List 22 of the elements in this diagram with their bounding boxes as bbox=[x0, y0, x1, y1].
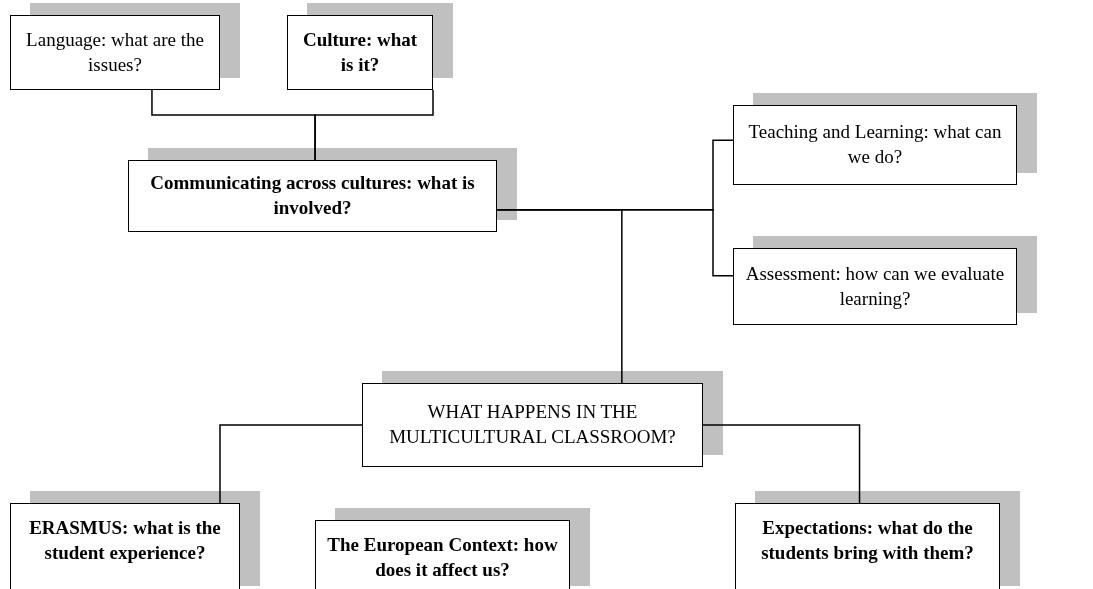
topic-text: WHAT HAPPENS IN THE MULTICULTURAL CLASSROOM? bbox=[388, 400, 677, 449]
topic-box bbox=[733, 248, 1017, 325]
connector-line bbox=[314, 89, 434, 161]
connector-line bbox=[219, 424, 363, 504]
topic-text: Teaching and Learning: what can we do? bbox=[747, 120, 1003, 169]
connector-line bbox=[702, 424, 861, 504]
topic-box bbox=[733, 105, 1017, 185]
topic-text: ERASMUS: what is the student experience? bbox=[28, 516, 222, 565]
topic-text: Communicating across cultures: what is involved? bbox=[149, 171, 476, 220]
topic-box bbox=[128, 160, 497, 232]
connector-line bbox=[496, 208, 623, 384]
topic-box bbox=[287, 15, 433, 90]
topic-text: Assessment: how can we evaluate learning? bbox=[744, 261, 1006, 311]
topic-box bbox=[362, 383, 703, 467]
topic-text: The European Context: how does it affect us? bbox=[326, 533, 559, 582]
topic-text: Culture: what is it? bbox=[301, 27, 419, 77]
topic-text: Language: what are the issues? bbox=[25, 27, 205, 77]
topic-box bbox=[10, 503, 240, 589]
topic-box bbox=[10, 15, 220, 90]
topic-box bbox=[315, 520, 570, 589]
topic-box bbox=[735, 503, 1000, 589]
topic-text: Expectations: what do the students bring with them? bbox=[760, 516, 975, 565]
